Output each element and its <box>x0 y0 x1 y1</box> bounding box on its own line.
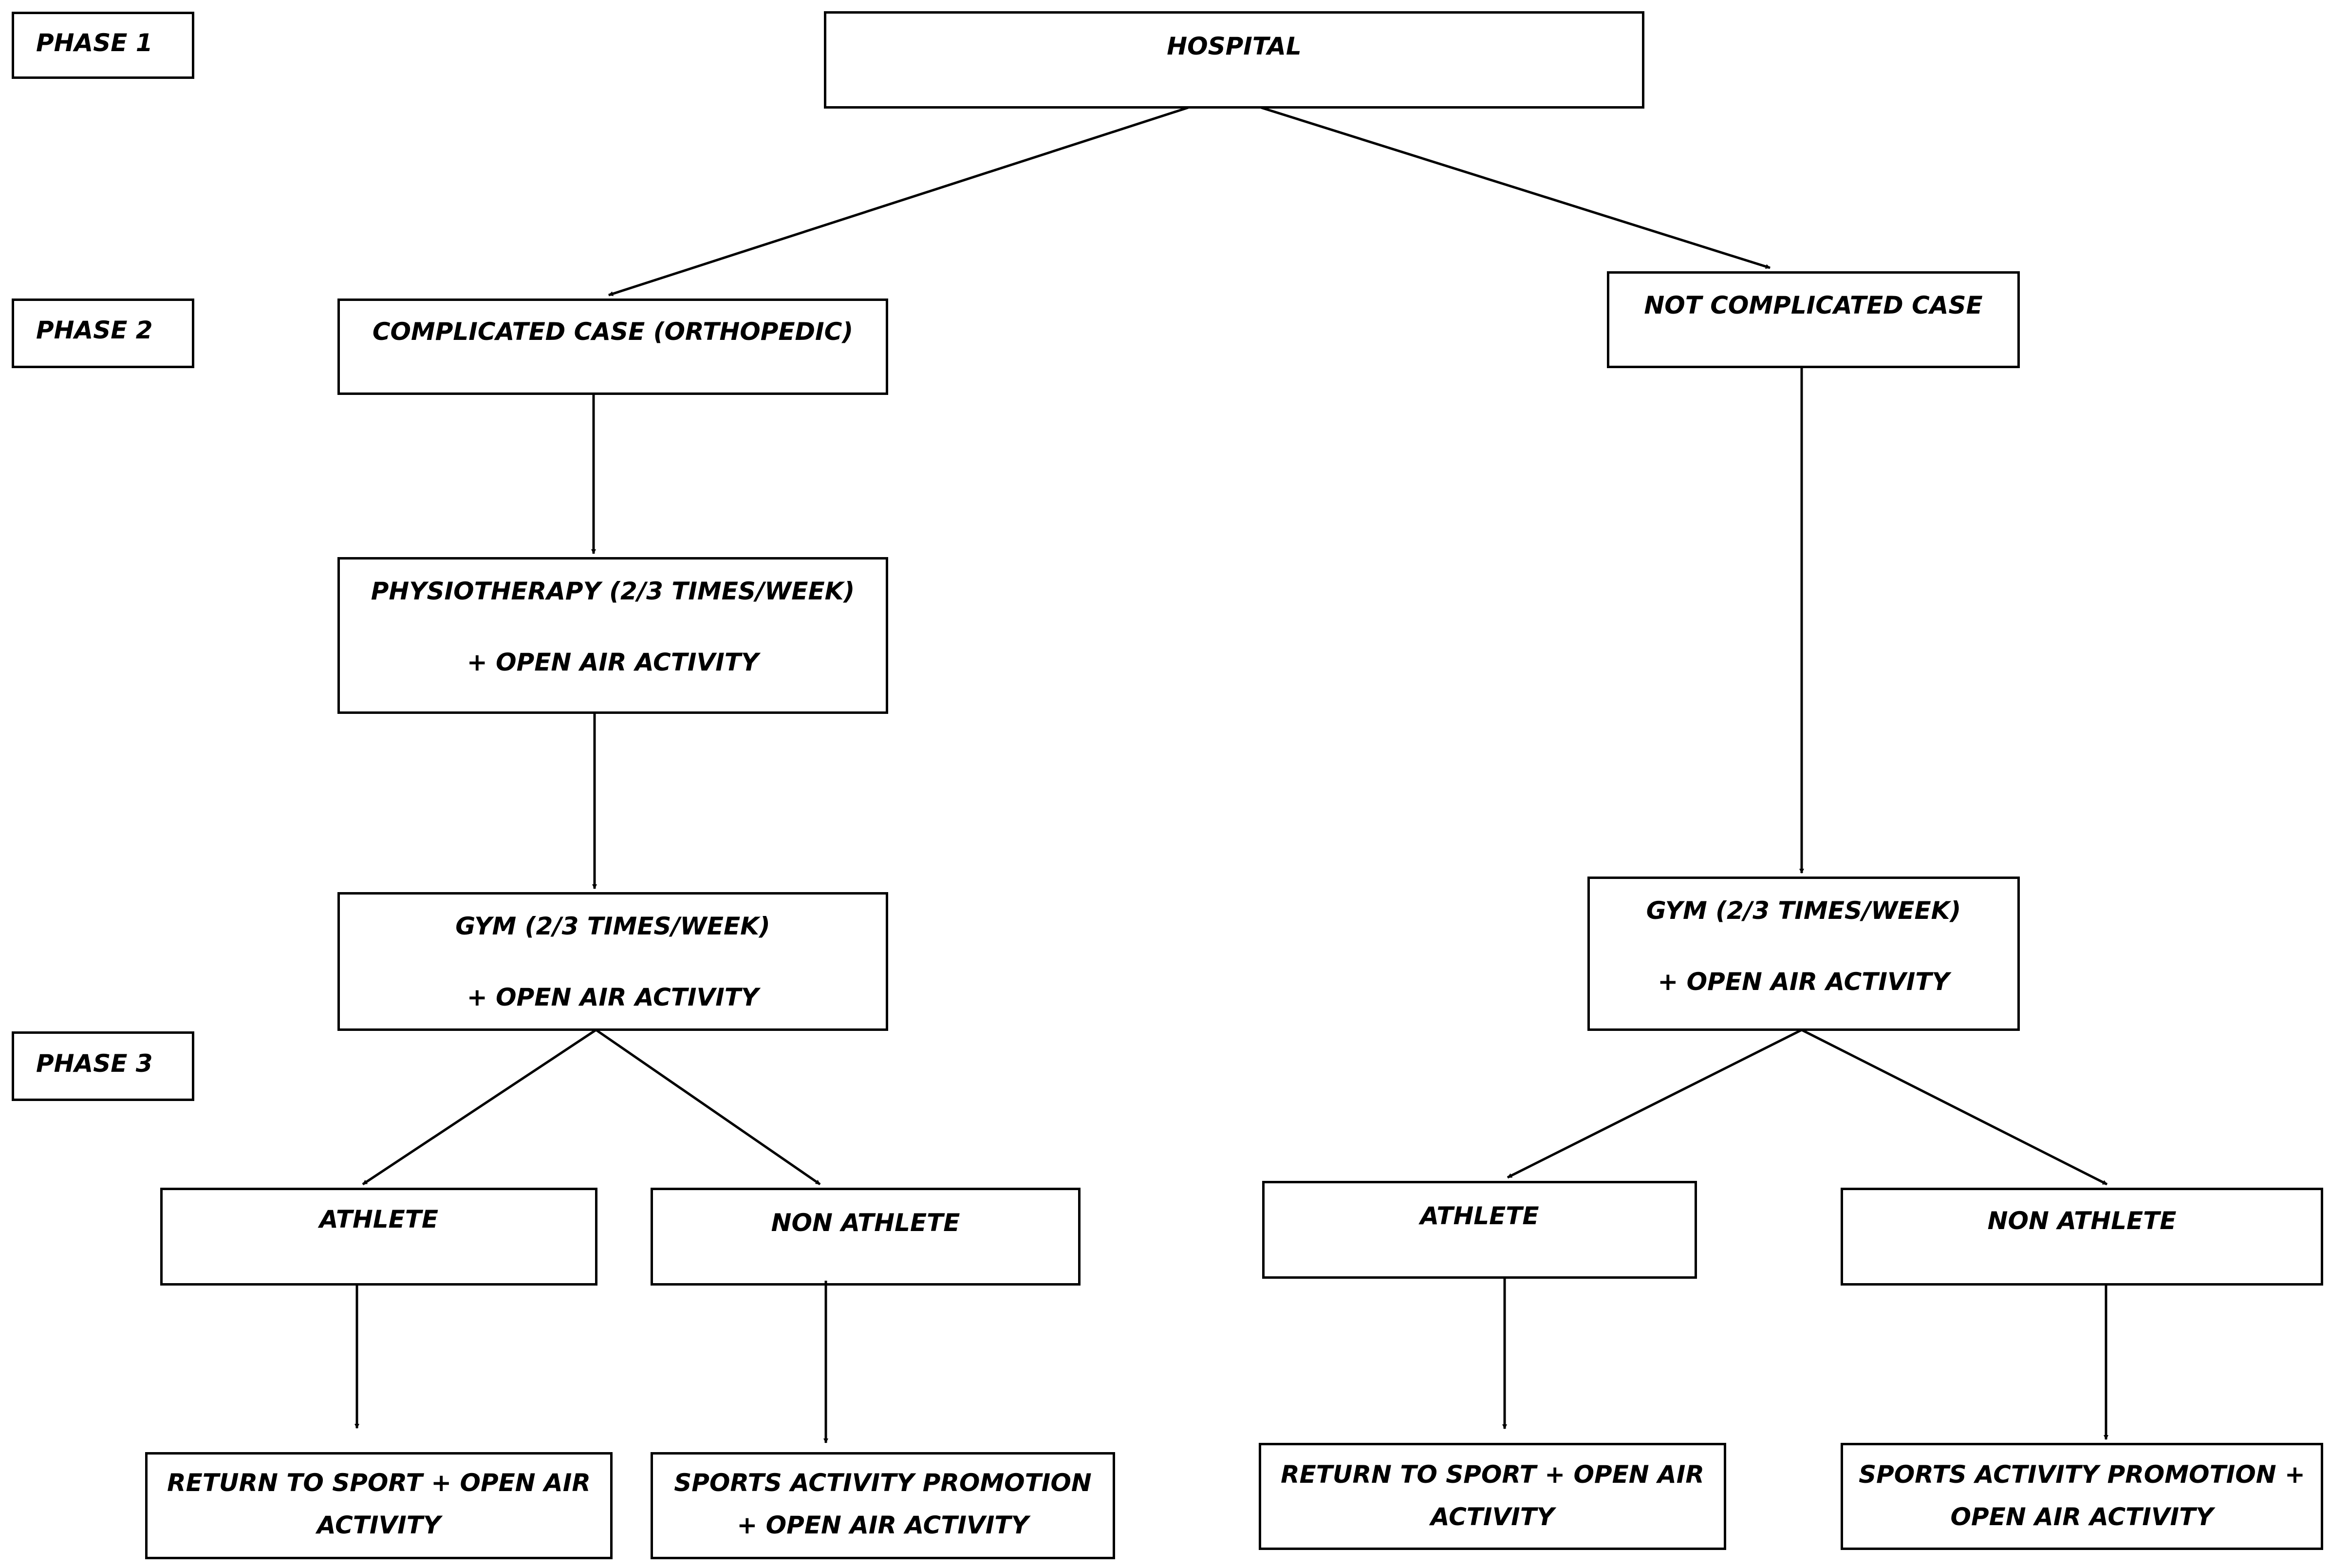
phase-3-label-box: PHASE 3 <box>12 1031 194 1101</box>
not-complicated-case-text: NOT COMPLICATED CASE <box>1644 291 1983 319</box>
hospital-node: HOSPITAL <box>824 11 1644 109</box>
return-left-line2: ACTIVITY <box>317 1511 441 1539</box>
phase-2-label-box: PHASE 2 <box>12 299 194 368</box>
arrow-gym-right-to-athlete <box>1507 1028 1803 1179</box>
non-athlete-left-text: NON ATHLETE <box>771 1209 960 1237</box>
sports-promotion-right-node: SPORTS ACTIVITY PROMOTION + OPEN AIR ACT… <box>1841 1443 2323 1550</box>
phase-1-label: PHASE 1 <box>36 29 153 57</box>
arrow-gym-left-to-non-athlete <box>595 1028 821 1186</box>
phase-3-label: PHASE 3 <box>36 1049 153 1078</box>
promo-right-line1: SPORTS ACTIVITY PROMOTION + <box>1859 1460 2305 1489</box>
physiotherapy-node: PHYSIOTHERAPY (2/3 TIMES/WEEK) + OPEN AI… <box>337 557 888 714</box>
physiotherapy-line1: PHYSIOTHERAPY (2/3 TIMES/WEEK) <box>371 577 855 605</box>
gym-left-line2: + OPEN AIR ACTIVITY <box>466 983 759 1011</box>
return-to-sport-left-node: RETURN TO SPORT + OPEN AIR ACTIVITY <box>145 1452 613 1559</box>
arrow-hospital-to-not-complicated <box>1261 106 1771 269</box>
phase-1-label-box: PHASE 1 <box>12 12 194 79</box>
complicated-case-text: COMPLICATED CASE (ORTHOPEDIC) <box>372 317 854 346</box>
athlete-left-node: ATHLETE <box>160 1188 597 1286</box>
gym-left-line1: GYM (2/3 TIMES/WEEK) <box>455 912 770 940</box>
physiotherapy-line2: + OPEN AIR ACTIVITY <box>466 648 759 676</box>
gym-right-line2: + OPEN AIR ACTIVITY <box>1658 968 1950 996</box>
arrow-gym-left-to-athlete <box>362 1028 597 1186</box>
return-right-line2: ACTIVITY <box>1430 1503 1555 1531</box>
non-athlete-right-node: NON ATHLETE <box>1841 1188 2323 1286</box>
promo-left-line1: SPORTS ACTIVITY PROMOTION <box>674 1469 1092 1497</box>
complicated-case-node: COMPLICATED CASE (ORTHOPEDIC) <box>337 299 888 395</box>
non-athlete-left-node: NON ATHLETE <box>651 1188 1081 1286</box>
return-left-line1: RETURN TO SPORT + OPEN AIR <box>167 1469 591 1497</box>
promo-right-line2: OPEN AIR ACTIVITY <box>1950 1503 2214 1531</box>
promo-left-line2: + OPEN AIR ACTIVITY <box>737 1511 1029 1539</box>
arrow-hospital-to-complicated <box>608 106 1189 297</box>
athlete-right-node: ATHLETE <box>1262 1181 1697 1279</box>
arrow-gym-right-to-non-athlete <box>1801 1028 2108 1186</box>
athlete-right-text: ATHLETE <box>1420 1202 1539 1230</box>
gym-right-node: GYM (2/3 TIMES/WEEK) + OPEN AIR ACTIVITY <box>1587 877 2020 1031</box>
not-complicated-case-node: NOT COMPLICATED CASE <box>1607 271 2020 368</box>
return-to-sport-right-node: RETURN TO SPORT + OPEN AIR ACTIVITY <box>1259 1443 1726 1550</box>
non-athlete-right-text: NON ATHLETE <box>1987 1207 2177 1235</box>
hospital-text: HOSPITAL <box>1167 32 1302 60</box>
sports-promotion-left-node: SPORTS ACTIVITY PROMOTION + OPEN AIR ACT… <box>651 1452 1115 1559</box>
gym-left-node: GYM (2/3 TIMES/WEEK) + OPEN AIR ACTIVITY <box>337 892 888 1031</box>
phase-2-label: PHASE 2 <box>36 316 153 344</box>
athlete-left-text: ATHLETE <box>319 1205 439 1233</box>
gym-right-line1: GYM (2/3 TIMES/WEEK) <box>1646 896 1961 925</box>
return-right-line1: RETURN TO SPORT + OPEN AIR <box>1281 1460 1704 1489</box>
